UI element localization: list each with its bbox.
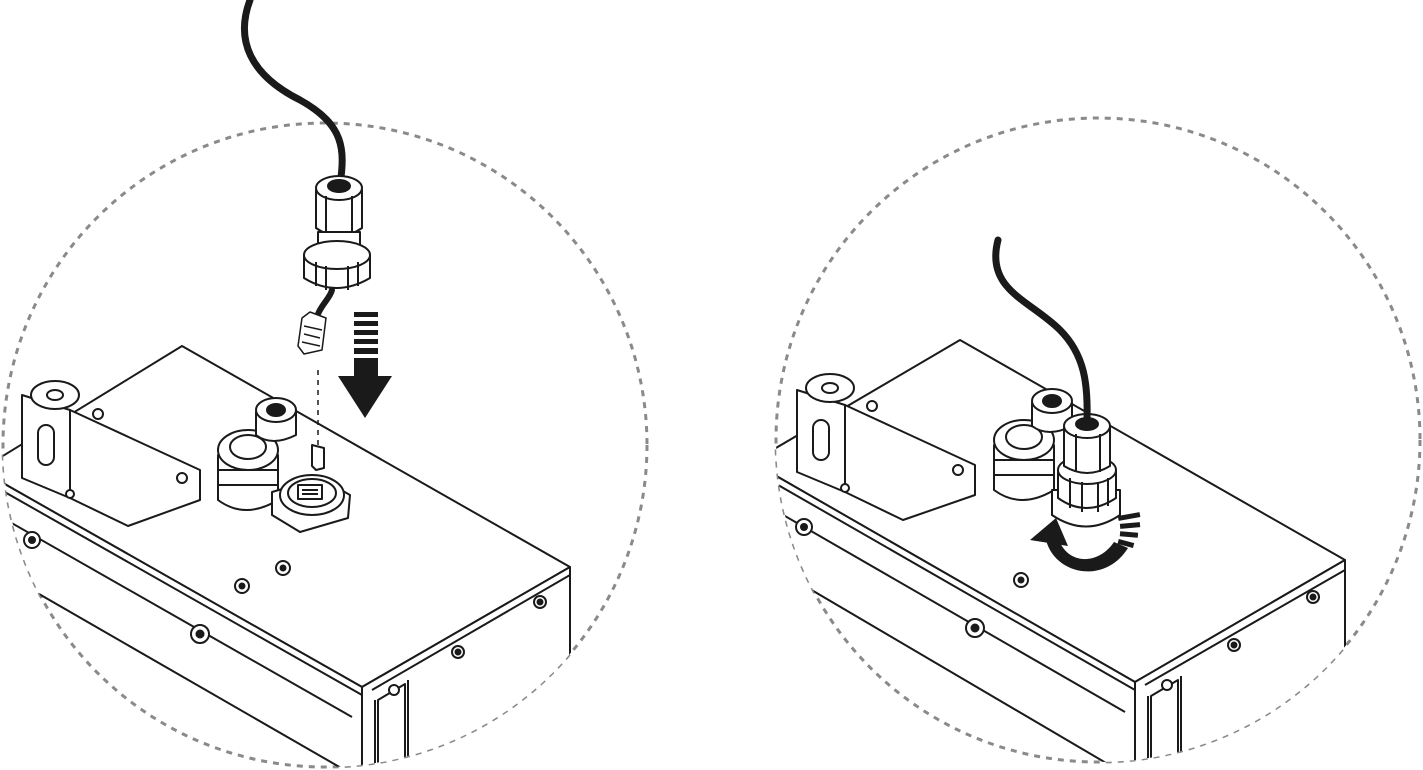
small-gland bbox=[255, 397, 297, 442]
small-gland bbox=[1031, 388, 1073, 433]
cable-gland-closed bbox=[993, 419, 1055, 501]
panel-step-2 bbox=[774, 116, 1422, 764]
clockwise-rotate-arrow-icon bbox=[1030, 512, 1141, 572]
magnify-circle-right bbox=[774, 116, 1422, 764]
cable-gland-nut bbox=[303, 175, 371, 290]
mounting-bracket bbox=[21, 380, 201, 527]
cable-gland-closed bbox=[217, 429, 279, 511]
connector-assembly bbox=[1051, 413, 1121, 528]
cable bbox=[240, 0, 346, 189]
port-latch bbox=[311, 444, 325, 471]
network-port bbox=[271, 474, 351, 533]
enclosure-left bbox=[3, 345, 571, 767]
down-arrow-icon bbox=[338, 312, 392, 418]
cable bbox=[992, 236, 1091, 424]
mounting-bracket bbox=[796, 373, 976, 521]
panel-step-1 bbox=[1, 0, 649, 769]
rj45-plug bbox=[297, 311, 327, 355]
enclosure-right bbox=[776, 339, 1346, 762]
